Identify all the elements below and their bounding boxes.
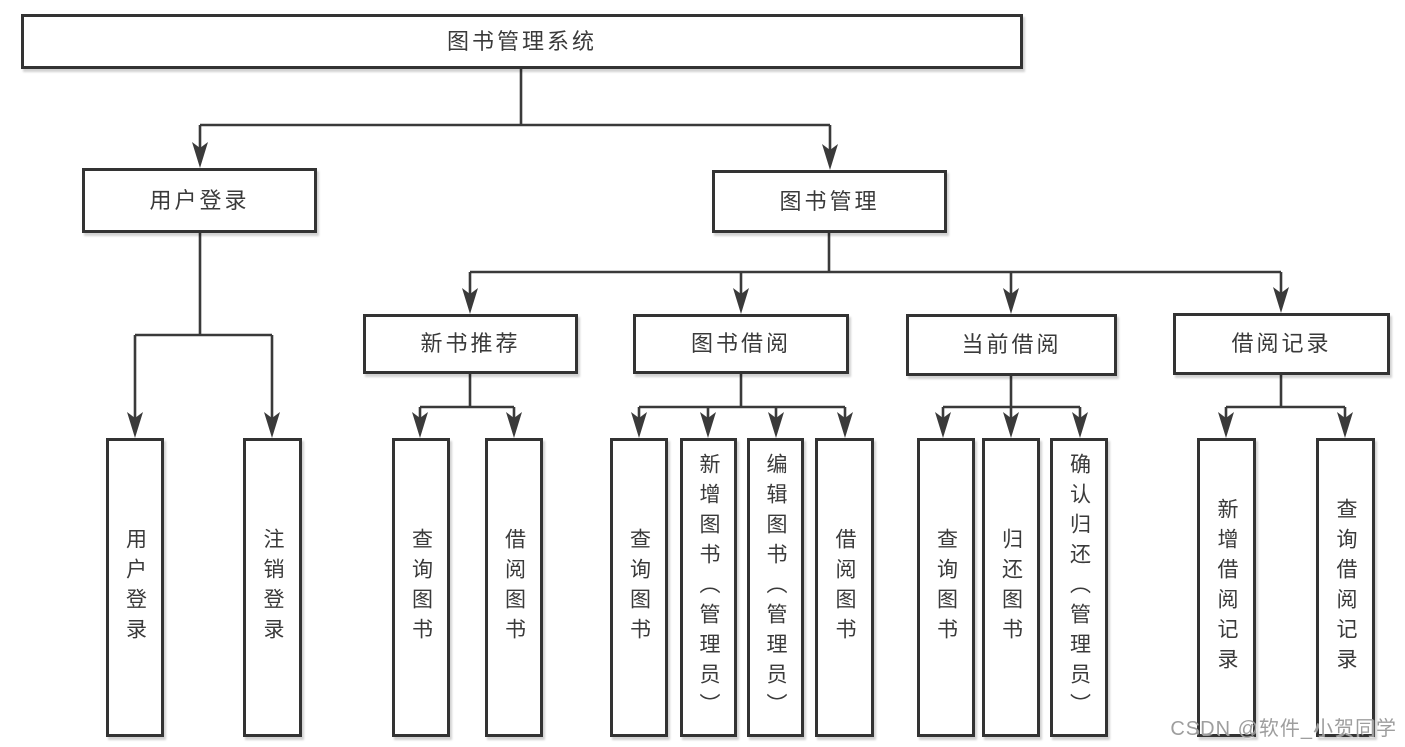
leaf-recommend-query-books-label: 查询图书	[409, 527, 433, 648]
leaf-recommend-borrow-books-label: 借阅图书	[502, 527, 526, 648]
connectors-book-borrow	[631, 374, 853, 438]
csdn-watermark: CSDN @软件_小贺同学	[1170, 718, 1397, 740]
leaf-current-query-books-label: 查询图书	[934, 527, 958, 648]
node-book-borrow-label: 图书借阅	[690, 331, 791, 356]
node-user-login: 用户登录	[82, 168, 317, 233]
node-user-login-label: 用户登录	[149, 187, 250, 213]
leaf-borrow-query-books: 查询图书	[610, 438, 668, 737]
leaf-user-login-label: 用户登录	[123, 527, 147, 648]
node-root-label: 图书管理系统	[446, 28, 597, 54]
connectors-user-login	[127, 233, 280, 438]
leaf-current-query-books: 查询图书	[917, 438, 975, 737]
leaf-query-borrow-record: 查询借阅记录	[1316, 438, 1375, 737]
connectors-book-management	[462, 233, 1289, 314]
leaf-confirm-return-admin: 确认归还（管理员）	[1050, 438, 1108, 737]
leaf-return-books-label: 归还图书	[999, 527, 1023, 648]
connectors-new-book-recommend	[412, 374, 522, 438]
leaf-borrow-books-label: 借阅图书	[833, 527, 856, 648]
leaf-edit-books-admin: 编辑图书（管理员）	[747, 438, 804, 737]
connectors-root	[192, 69, 838, 170]
node-root: 图书管理系统	[21, 14, 1023, 69]
leaf-edit-books-admin-label: 编辑图书（管理员）	[764, 452, 787, 723]
leaf-borrow-books: 借阅图书	[815, 438, 874, 737]
node-borrow-records: 借阅记录	[1173, 313, 1390, 375]
leaf-add-books-admin: 新增图书（管理员）	[680, 438, 737, 737]
leaf-recommend-borrow-books: 借阅图书	[485, 438, 543, 737]
node-new-book-recommend-label: 新书推荐	[420, 331, 521, 356]
leaf-add-borrow-record: 新增借阅记录	[1197, 438, 1256, 737]
leaf-logout-label: 注销登录	[261, 527, 284, 648]
leaf-return-books: 归还图书	[982, 438, 1040, 737]
leaf-recommend-query-books: 查询图书	[392, 438, 450, 737]
node-book-management-label: 图书管理	[779, 188, 880, 214]
leaf-query-borrow-record-label: 查询借阅记录	[1334, 497, 1357, 678]
leaf-logout: 注销登录	[243, 438, 302, 737]
leaf-confirm-return-admin-label: 确认归还（管理员）	[1067, 452, 1091, 723]
node-new-book-recommend: 新书推荐	[363, 314, 578, 374]
node-book-management: 图书管理	[712, 170, 947, 233]
connectors-borrow-records	[1218, 375, 1353, 438]
node-current-borrow-label: 当前借阅	[961, 332, 1062, 357]
node-borrow-records-label: 借阅记录	[1231, 331, 1332, 356]
node-current-borrow: 当前借阅	[906, 314, 1117, 376]
leaf-borrow-query-books-label: 查询图书	[627, 527, 651, 648]
leaf-add-books-admin-label: 新增图书（管理员）	[697, 452, 720, 723]
leaf-add-borrow-record-label: 新增借阅记录	[1215, 497, 1238, 678]
connectors-current-borrow	[935, 376, 1088, 438]
node-book-borrow: 图书借阅	[633, 314, 849, 374]
leaf-user-login: 用户登录	[106, 438, 164, 737]
